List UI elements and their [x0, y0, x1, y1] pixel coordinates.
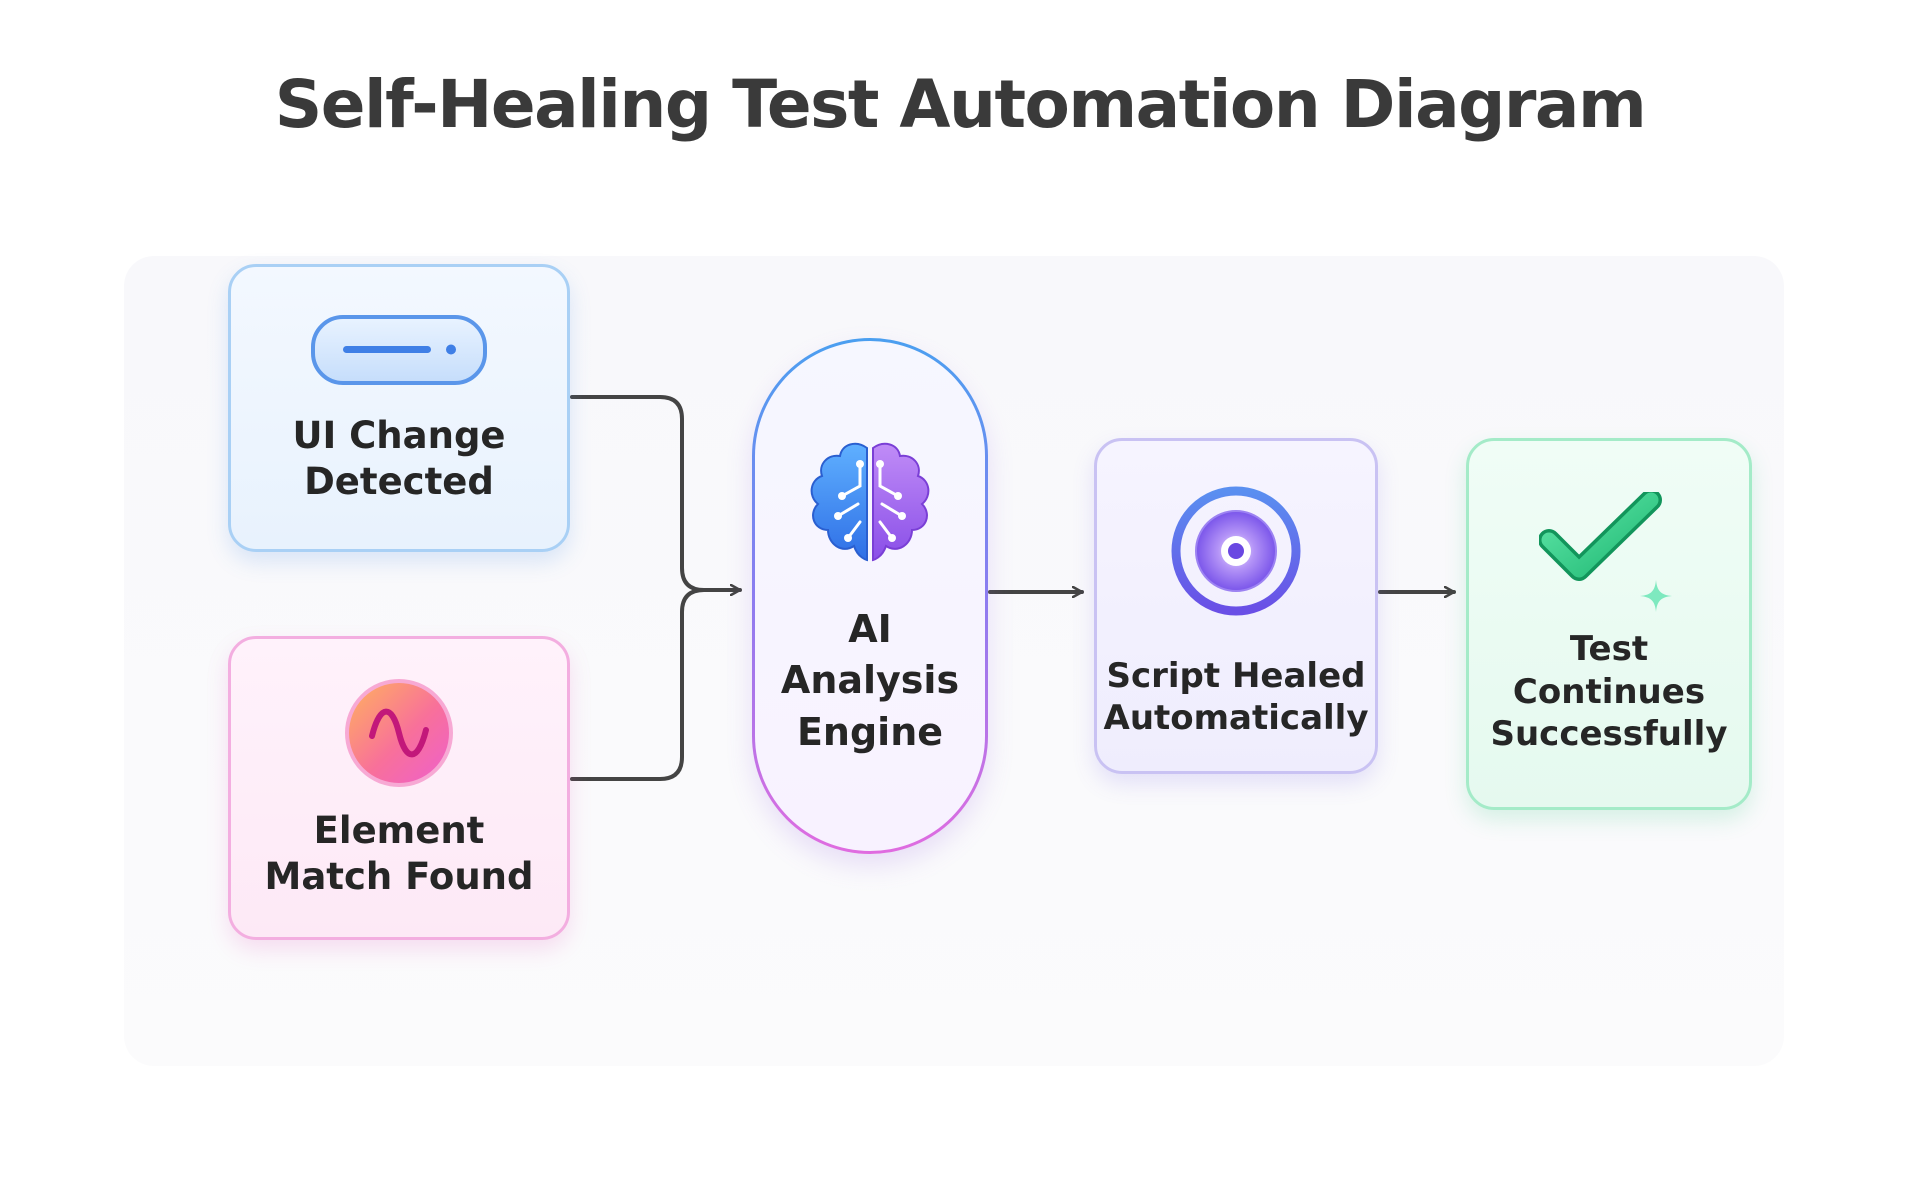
node-ai-analysis-engine: AI Analysis Engine	[752, 338, 988, 854]
input-field-icon	[309, 311, 489, 391]
brain-icon	[798, 434, 942, 578]
edge-element-match-to-ai	[570, 588, 706, 781]
node-element-match-found: Element Match Found	[228, 636, 570, 940]
sparkle-icon	[1639, 579, 1673, 613]
node-label: Script Healed Automatically	[1103, 655, 1369, 739]
node-ui-change-detected: UI Change Detected	[228, 264, 570, 552]
checkmark-icon	[1539, 492, 1679, 602]
node-script-healed-automatically: Script Healed Automatically	[1094, 438, 1378, 774]
node-label: UI Change Detected	[292, 413, 506, 503]
target-icon	[1158, 473, 1314, 629]
node-label: Test Continues Successfully	[1490, 629, 1728, 755]
node-label: AI Analysis Engine	[780, 607, 960, 754]
wave-icon	[342, 676, 456, 790]
node-test-continues-successfully: Test Continues Successfully	[1466, 438, 1752, 810]
edge-ui-change-to-ai	[570, 395, 742, 590]
diagram-title: Self-Healing Test Automation Diagram	[274, 66, 1647, 143]
node-label: Element Match Found	[264, 808, 534, 898]
